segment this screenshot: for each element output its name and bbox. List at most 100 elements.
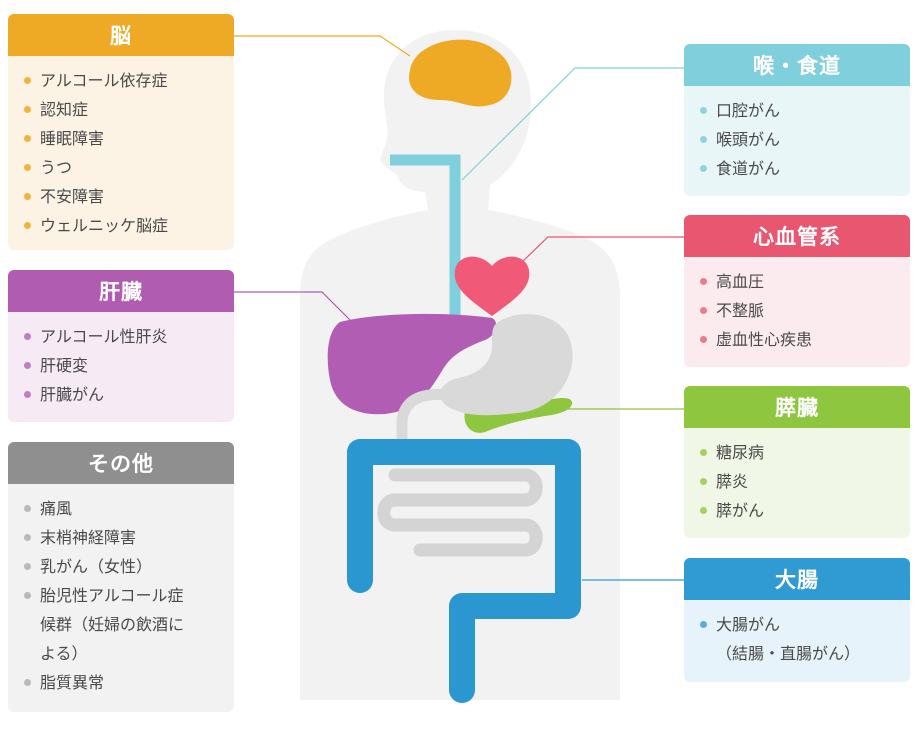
connector-lines: [234, 35, 684, 581]
pancreas-list-item-text: 膵炎: [716, 472, 749, 491]
colon-organ: [347, 439, 581, 703]
bullet-icon: [700, 478, 707, 485]
pancreas-list-item: 膵がん: [700, 496, 896, 525]
pancreas-card: 膵臓 糖尿病膵炎膵がん: [684, 386, 910, 538]
liver-list-item-text: 肝臓がん: [40, 385, 105, 404]
cardio-list-item: 虚血性心疾患: [700, 325, 896, 354]
brain-list-item: うつ: [24, 153, 220, 182]
throat-list-item: 口腔がん: [700, 96, 896, 125]
bullet-icon: [24, 391, 31, 398]
bullet-icon: [24, 333, 31, 340]
brain-list-item-text: 認知症: [40, 100, 89, 119]
other-card-title: その他: [8, 442, 234, 484]
throat-card: 喉・食道 口腔がん喉頭がん食道がん: [684, 44, 910, 196]
bullet-icon: [700, 307, 707, 314]
cardio-list-item-text: 虚血性心疾患: [716, 330, 813, 349]
bullet-icon: [700, 336, 707, 343]
throat-connector: [461, 67, 684, 181]
other-list-item-text: 乳がん（女性）: [40, 557, 153, 576]
other-list-item-text: 痛風: [40, 499, 73, 518]
colon-card-title: 大腸: [684, 558, 910, 600]
pancreas-list-item-text: 糖尿病: [716, 443, 765, 462]
other-list-item: 脂質異常: [24, 668, 220, 697]
colon-list: 大腸がん （結腸・直腸がん）: [700, 610, 896, 668]
throat-list-item-text: 喉頭がん: [716, 130, 781, 149]
cardio-card-title: 心血管系: [684, 215, 910, 257]
liver-list-item: アルコール性肝炎: [24, 322, 220, 351]
cardio-list: 高血圧不整脈虚血性心疾患: [700, 267, 896, 354]
throat-list: 口腔がん喉頭がん食道がん: [700, 96, 896, 183]
bullet-icon: [700, 107, 707, 114]
bullet-icon: [24, 679, 31, 686]
bullet-icon: [24, 592, 31, 599]
brain-list-item: 認知症: [24, 95, 220, 124]
liver-list-item: 肝臓がん: [24, 380, 220, 409]
brain-list-item: アルコール依存症: [24, 66, 220, 95]
small-intestine-organ: [377, 468, 543, 557]
brain-list-item-text: ウェルニッケ脳症: [40, 216, 169, 235]
bullet-icon: [700, 136, 707, 143]
brain-list-item-text: うつ: [40, 158, 73, 177]
liver-organ: [327, 313, 497, 415]
bullet-icon: [24, 193, 31, 200]
other-list-item-text: 脂質異常: [40, 673, 105, 692]
cardio-card: 心血管系 高血圧不整脈虚血性心疾患: [684, 215, 910, 367]
other-list-item: 乳がん（女性）: [24, 552, 220, 581]
bullet-icon: [24, 106, 31, 113]
pancreas-card-title: 膵臓: [684, 386, 910, 428]
duodenum-organ: [396, 388, 451, 440]
brain-list-item: 睡眠障害: [24, 124, 220, 153]
brain-connector: [234, 35, 411, 57]
liver-list-item-text: 肝硬変: [40, 356, 89, 375]
liver-card-title: 肝臓: [8, 270, 234, 312]
bullet-icon: [24, 222, 31, 229]
bullet-icon: [700, 165, 707, 172]
brain-card-title: 脳: [8, 14, 234, 56]
brain-list-item: ウェルニッケ脳症: [24, 211, 220, 240]
cardio-list-item-text: 不整脈: [716, 301, 765, 320]
throat-card-title: 喉・食道: [684, 44, 910, 86]
liver-list-item-text: アルコール性肝炎: [40, 327, 168, 346]
bullet-icon: [24, 135, 31, 142]
bullet-icon: [24, 77, 31, 84]
other-list-item: 末梢神経障害: [24, 523, 220, 552]
colon-card: 大腸 大腸がん （結腸・直腸がん）: [684, 558, 910, 682]
cardio-list-item-text: 高血圧: [716, 272, 765, 291]
brain-card: 脳 アルコール依存症認知症睡眠障害うつ不安障害ウェルニッケ脳症: [8, 14, 234, 250]
throat-list-item: 喉頭がん: [700, 125, 896, 154]
bullet-icon: [24, 534, 31, 541]
brain-organ: [409, 39, 512, 107]
brain-list-item-text: 不安障害: [40, 187, 105, 206]
cardio-list-item: 不整脈: [700, 296, 896, 325]
stomach-organ: [439, 314, 573, 416]
bullet-icon: [24, 362, 31, 369]
bullet-icon: [24, 563, 31, 570]
liver-card: 肝臓 アルコール性肝炎肝硬変肝臓がん: [8, 270, 234, 422]
throat-list-item-text: 食道がん: [716, 159, 781, 178]
pancreas-list-item-text: 膵がん: [716, 501, 765, 520]
cardio-list-item: 高血圧: [700, 267, 896, 296]
bullet-icon: [700, 621, 707, 628]
throat-list-item: 食道がん: [700, 154, 896, 183]
other-list-item: 胎児性アルコール症 候群（妊婦の飲酒に よる）: [24, 581, 220, 668]
heart-organ: [454, 256, 530, 316]
other-list-item-text: 胎児性アルコール症 候群（妊婦の飲酒に よる）: [40, 586, 185, 663]
cardio-connector: [521, 236, 684, 263]
pancreas-list: 糖尿病膵炎膵がん: [700, 438, 896, 525]
pancreas-list-item: 膵炎: [700, 467, 896, 496]
other-list-item: 痛風: [24, 494, 220, 523]
brain-list: アルコール依存症認知症睡眠障害うつ不安障害ウェルニッケ脳症: [24, 66, 220, 240]
pancreas-list-item: 糖尿病: [700, 438, 896, 467]
bullet-icon: [700, 278, 707, 285]
bullet-icon: [24, 505, 31, 512]
other-list-item-text: 末梢神経障害: [40, 528, 137, 547]
other-card: その他 痛風末梢神経障害乳がん（女性） 胎児性アルコール症 候群（妊婦の飲酒に よ…: [8, 442, 234, 712]
colon-list-item-text: 大腸がん （結腸・直腸がん）: [716, 615, 861, 663]
liver-connector: [234, 291, 353, 323]
brain-list-item-text: 睡眠障害: [40, 129, 105, 148]
liver-list-item: 肝硬変: [24, 351, 220, 380]
bullet-icon: [700, 449, 707, 456]
brain-list-item: 不安障害: [24, 182, 220, 211]
colon-list-item: 大腸がん （結腸・直腸がん）: [700, 610, 896, 668]
